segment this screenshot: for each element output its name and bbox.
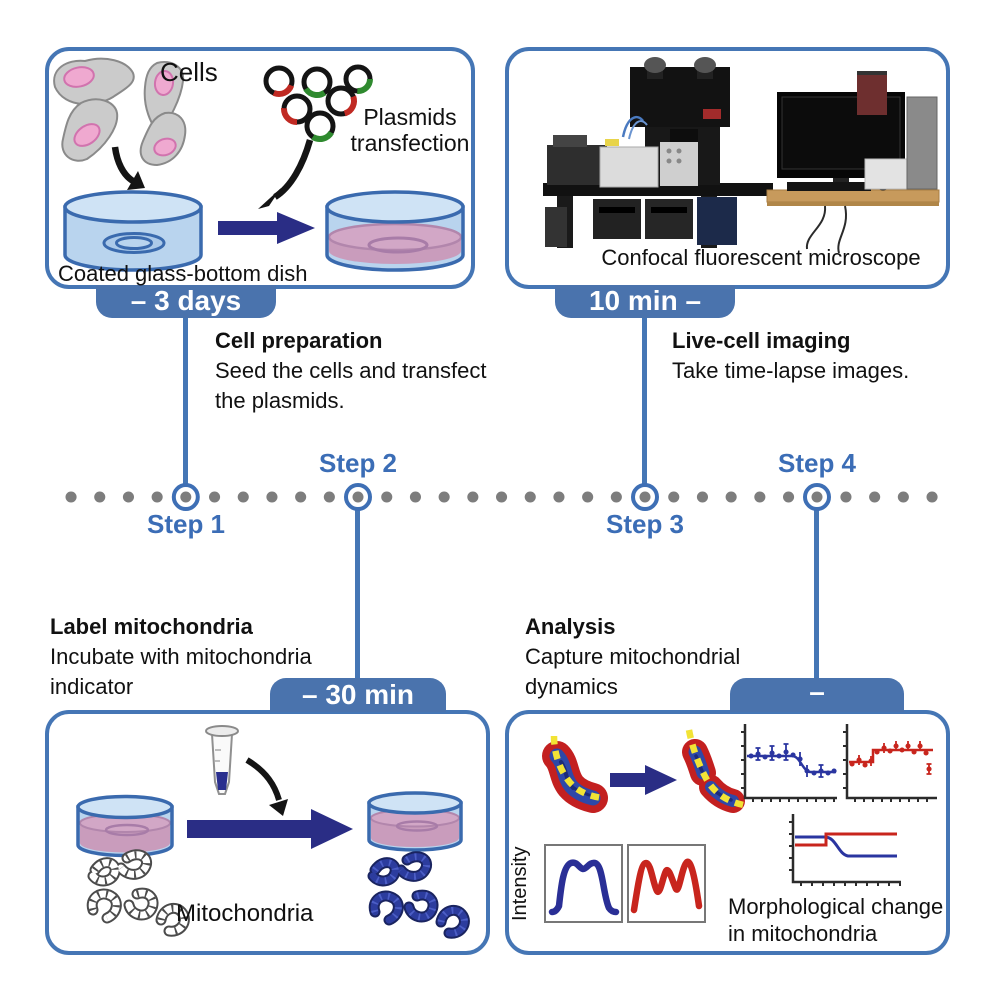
annotation-line: Capture mitochondrial	[525, 644, 741, 669]
annotation-title: Analysis	[525, 614, 616, 639]
annotation-cell-preparation: Cell preparation Seed the cells and tran…	[215, 326, 487, 416]
cells-label: Cells	[160, 57, 218, 87]
duration-tab-3days: – 3 days	[96, 285, 276, 318]
label-mitochondria-illustration	[76, 725, 470, 939]
morphology-caption-line1: Morphological change	[728, 894, 944, 919]
laser-units	[547, 116, 698, 188]
labeled-mitochondria	[367, 851, 470, 939]
timeline	[65, 483, 941, 511]
timeline-marker-step1	[171, 483, 200, 511]
computer-desk	[766, 71, 940, 254]
annotation-line: Take time-lapse images.	[672, 358, 910, 383]
scatter-plot-red	[843, 724, 937, 802]
plasmids-group	[263, 64, 373, 142]
annotation-title: Cell preparation	[215, 328, 383, 353]
morphology-step-chart	[789, 814, 901, 886]
step1-label: Step 1	[146, 509, 226, 539]
dish-with-medium-right	[367, 791, 463, 852]
intensity-axis-label: Intensity	[509, 846, 531, 921]
annotation-title: Label mitochondria	[50, 614, 253, 639]
connector-step1	[183, 315, 188, 485]
annotation-title: Live-cell imaging	[672, 328, 851, 353]
dish-with-medium-left	[76, 794, 174, 858]
step2-label: Step 2	[318, 448, 398, 478]
microscope-bench	[543, 183, 773, 248]
cell-preparation-illustration	[53, 57, 465, 272]
dish-with-medium	[325, 190, 465, 272]
cells-group	[53, 57, 187, 167]
step3-label: Step 3	[605, 509, 685, 539]
timeline-marker-step2	[344, 483, 372, 511]
timeline-marker-step3	[631, 483, 659, 511]
dish-caption: Coated glass-bottom dish	[58, 261, 308, 286]
navy-arrow	[218, 212, 315, 244]
mitochondrion-before	[542, 735, 608, 813]
timeline-marker-step4	[803, 483, 831, 511]
connector-step3	[642, 315, 647, 485]
duration-tab-10min: 10 min –	[555, 285, 735, 318]
mitochondrion-after-fission	[682, 729, 750, 813]
morphology-caption: Morphological change in mitochondria	[728, 893, 943, 947]
plasmids-label: Plasmids transfection	[344, 104, 476, 156]
annotation-line: indicator	[50, 674, 134, 699]
mitochondria-label: Mitochondria	[176, 900, 314, 927]
curved-arrow-cells-to-dish	[111, 146, 145, 190]
connector-step4	[814, 508, 819, 680]
step4-label: Step 4	[777, 448, 857, 478]
navy-arrow	[187, 809, 353, 849]
indicator-tube	[205, 725, 239, 795]
navy-arrow	[610, 765, 677, 795]
unlabeled-mitochondria	[86, 849, 190, 937]
microscope-photo	[543, 57, 940, 254]
microscope-caption: Confocal fluorescent microscope	[601, 245, 921, 270]
curved-arrow-tube-to-dish	[245, 757, 288, 816]
annotation-line: Seed the cells and transfect	[215, 358, 487, 383]
annotation-label-mitochondria: Label mitochondria Incubate with mitocho…	[50, 612, 312, 702]
annotation-line: dynamics	[525, 674, 618, 699]
morphology-caption-line2: in mitochondria	[728, 921, 878, 946]
intensity-profile-red	[627, 844, 706, 923]
analysis-illustration	[542, 724, 937, 923]
curved-arrow-plasmids-to-dish	[258, 139, 314, 209]
duration-tab-30min: – 30 min	[270, 678, 446, 712]
scatter-plot-blue	[741, 724, 837, 802]
duration-tab-analysis: –	[730, 678, 904, 712]
plasmids-label-line2: transfection	[350, 130, 470, 156]
plasmids-label-line1: Plasmids	[363, 104, 457, 130]
glass-bottom-dish	[63, 190, 203, 272]
annotation-live-cell-imaging: Live-cell imaging Take time-lapse images…	[672, 326, 909, 386]
connector-step2	[355, 508, 360, 680]
intensity-profile-blue	[544, 844, 623, 923]
annotation-line: the plasmids.	[215, 388, 345, 413]
annotation-line: Incubate with mitochondria	[50, 644, 312, 669]
annotation-analysis: Analysis Capture mitochondrial dynamics	[525, 612, 740, 702]
